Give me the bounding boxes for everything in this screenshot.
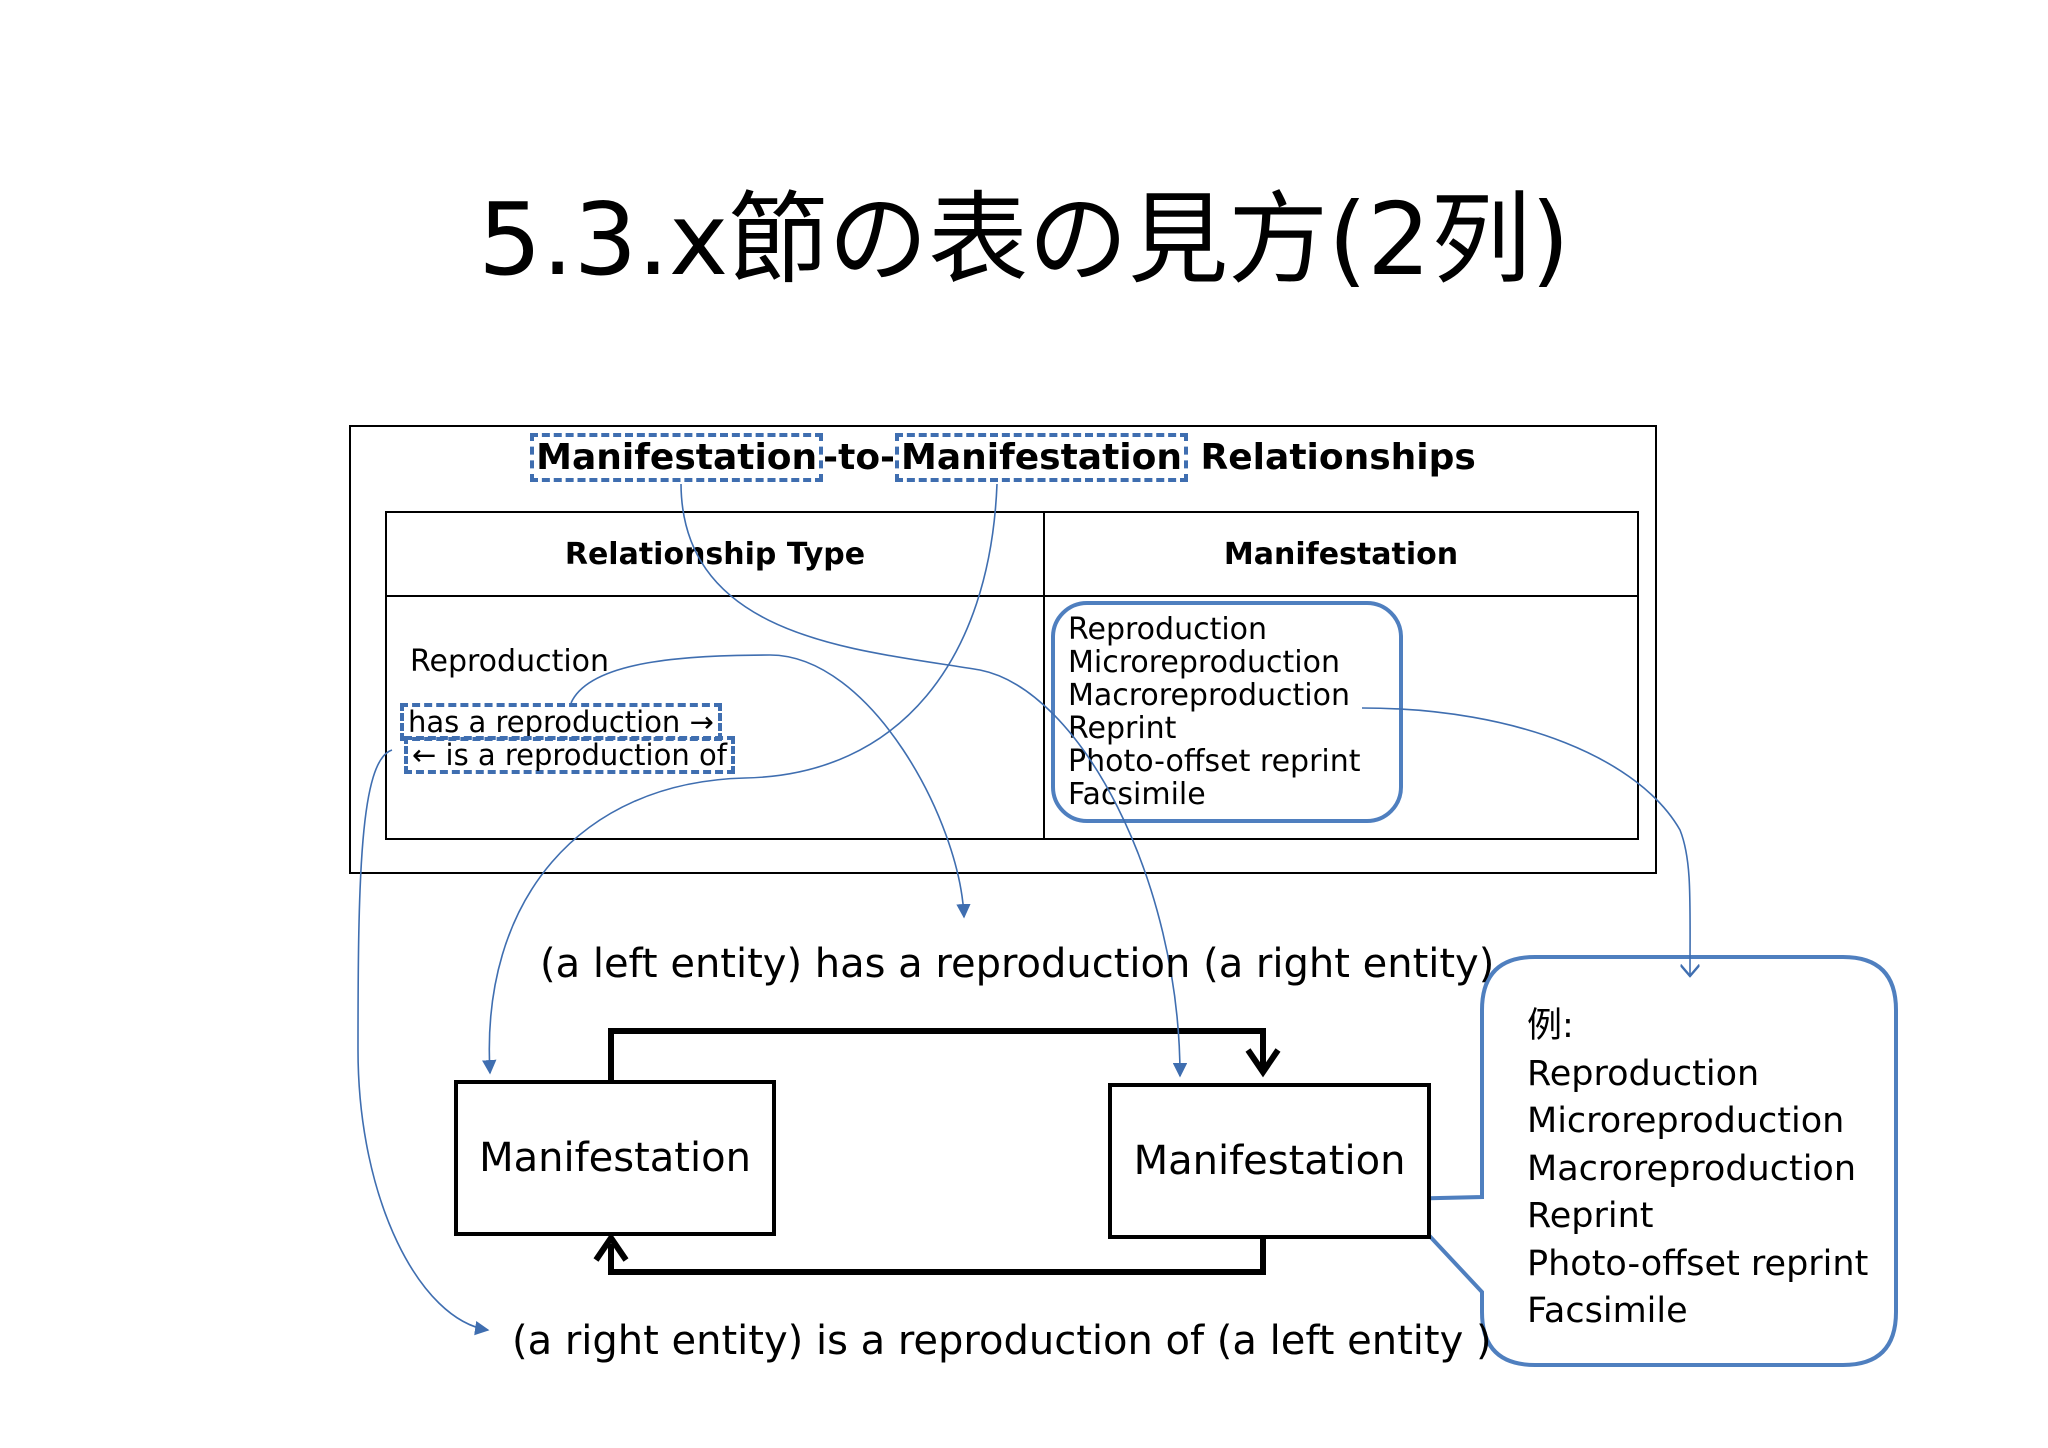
- list-item: Photo-offset reprint: [1068, 744, 1361, 779]
- list-item: Reproduction: [1068, 612, 1268, 647]
- title-highlight-left-manifestation: Manifestation: [530, 433, 824, 482]
- top-relationship-label: (a left entity) has a reproduction (a ri…: [540, 941, 1495, 987]
- header-manifestation: Manifestation: [1043, 511, 1639, 597]
- bottom-relationship-label: (a right entity) is a reproduction of (a…: [512, 1318, 1492, 1364]
- right-manifestation-entity: Manifestation: [1108, 1083, 1431, 1239]
- callout-item: Photo-offset reprint: [1527, 1243, 1869, 1284]
- slide-title: 5.3.x節の表の見方(2列): [478, 181, 1570, 298]
- callout-bubble: [1390, 955, 1898, 1367]
- forward-relationship-line: [608, 1028, 1266, 1080]
- curve-manifestation-list-to-callout: [1361, 707, 1690, 976]
- callout-content: 例: Reproduction Microreproduction Macror…: [1527, 1003, 1868, 1336]
- curve-has-reproduction-to-top-label: [570, 654, 971, 919]
- list-item: Facsimile: [1068, 777, 1206, 812]
- manifestation-list-highlight: [1051, 601, 1403, 823]
- curve-is-reproduction-to-bottom-label: [357, 749, 490, 1336]
- cell-manifestation-list: [1043, 595, 1639, 840]
- list-item: Microreproduction: [1068, 645, 1340, 680]
- header-relationship-type: Relationship Type: [385, 511, 1045, 597]
- is-reproduction-of-highlight: ← is a reproduction of: [404, 736, 735, 775]
- backward-arrowhead: [593, 1232, 629, 1262]
- table-title: Manifestation-to-Manifestation Relations…: [349, 433, 1657, 482]
- title-highlight-right-manifestation: Manifestation: [895, 433, 1189, 482]
- manifestation-list: Reproduction Microreproduction Macrorepr…: [1068, 613, 1361, 811]
- cell-relationship-type: [385, 595, 1045, 840]
- forward-arrowhead: [1245, 1048, 1281, 1078]
- title-connector: -to-: [823, 437, 895, 478]
- callout-item: Facsimile: [1527, 1291, 1688, 1331]
- table-frame: [349, 425, 1657, 874]
- callout-item: Microreproduction: [1527, 1101, 1845, 1141]
- relationship-table: Relationship Type Manifestation: [385, 511, 1639, 840]
- callout-item: Reprint: [1527, 1196, 1654, 1236]
- list-item: Reprint: [1068, 711, 1177, 746]
- backward-relationship-line: [608, 1239, 1266, 1275]
- curve-right-manifestation-to-left-entity: [482, 483, 998, 1075]
- left-manifestation-entity: Manifestation: [454, 1080, 776, 1236]
- callout-item: Reproduction: [1527, 1053, 1760, 1094]
- title-suffix: Relationships: [1188, 437, 1476, 478]
- callout-heading: 例:: [1527, 1006, 1574, 1046]
- list-item: Macroreproduction: [1068, 678, 1351, 713]
- cell-reproduction-heading: Reproduction: [410, 644, 610, 679]
- callout-item: Macroreproduction: [1527, 1148, 1857, 1189]
- curve-left-manifestation-to-right-entity: [680, 483, 1188, 1078]
